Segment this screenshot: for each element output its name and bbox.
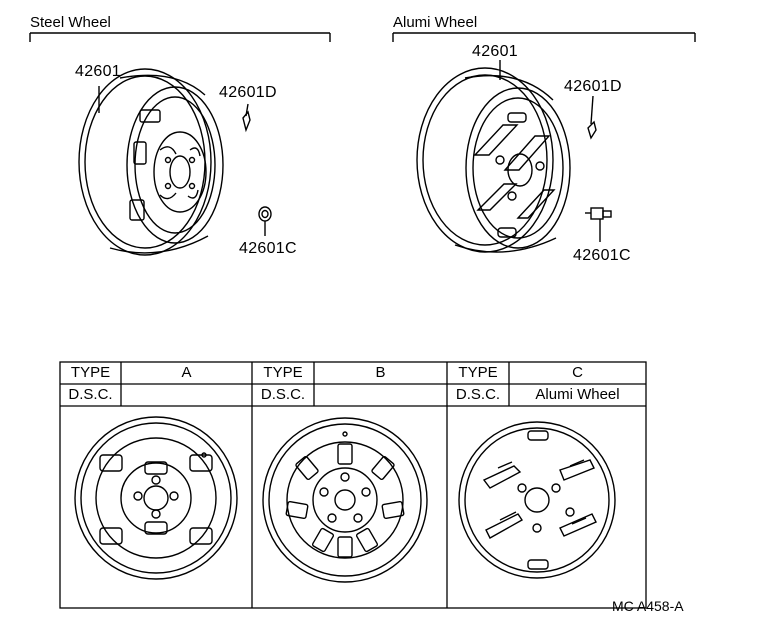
alumi-weight-part-number: 42601D: [564, 78, 622, 95]
steel-wheel-drawing: [78, 68, 224, 256]
alumi-balance-weight-drawing: [587, 95, 597, 140]
alumi-wheel-part-number: 42601: [472, 43, 518, 60]
steel-wheel-part-number: 42601: [75, 63, 121, 80]
alumi-wheel-title: Alumi Wheel: [393, 14, 478, 31]
figure-code: MC A458-A: [612, 598, 684, 614]
steel-cap-part-number: 42601C: [239, 240, 297, 257]
type-label-b: TYPE: [263, 364, 303, 381]
steel-weight-part-number: 42601D: [219, 84, 277, 101]
type-label-a: TYPE: [70, 364, 111, 381]
type-value-c: C: [572, 364, 583, 381]
dsc-label-b: D.S.C.: [260, 386, 306, 403]
steel-hub-cap-drawing: [258, 206, 272, 236]
dsc-label-c: D.S.C.: [455, 386, 501, 403]
type-value-b: B: [375, 364, 386, 381]
type-table-grid: [59, 361, 647, 609]
type-value-a: A: [181, 364, 192, 381]
type-label-c: TYPE: [458, 364, 498, 381]
steel-wheel-title: Steel Wheel: [30, 14, 111, 31]
type-b-wheel-drawing: [262, 417, 428, 583]
type-a-wheel-drawing: [74, 416, 238, 580]
type-c-wheel-drawing: [458, 421, 616, 579]
alumi-lug-nut-drawing: [585, 207, 612, 242]
dsc-label-a: D.S.C.: [68, 386, 113, 403]
alumi-wheel-bracket: [392, 32, 696, 42]
alumi-lugnut-part-number: 42601C: [573, 247, 631, 264]
steel-wheel-bracket: [29, 32, 331, 42]
dsc-value-c: Alumi Wheel: [535, 386, 620, 403]
steel-balance-weight-drawing: [242, 103, 251, 133]
alumi-wheel-drawing: [416, 60, 571, 253]
